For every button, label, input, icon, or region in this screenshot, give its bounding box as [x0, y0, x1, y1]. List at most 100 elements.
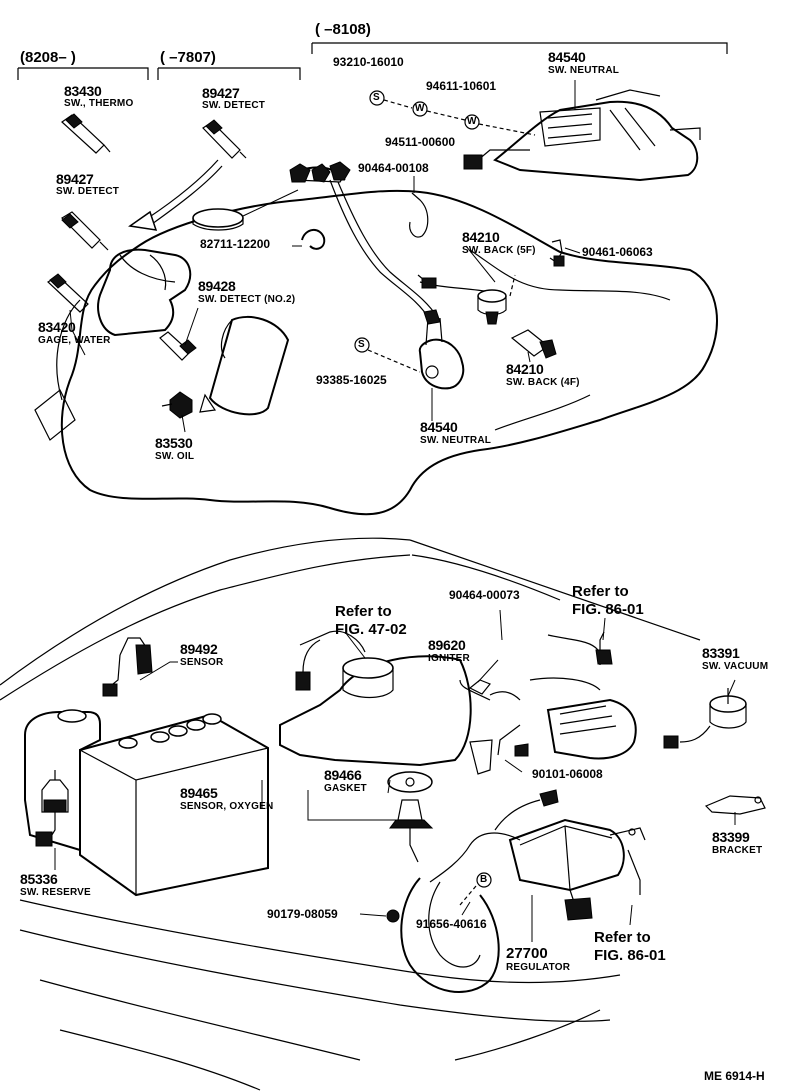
bolt-90461 [549, 239, 565, 267]
symbol-w-1: W [415, 103, 425, 114]
neutral-switch-lower [418, 309, 465, 390]
symbol-s-top: S [373, 92, 380, 103]
clamp-loop [301, 229, 326, 250]
bracket-label-middle: ( –7807) [160, 49, 216, 66]
sensor-83430 [61, 113, 111, 154]
car-body-lines [0, 537, 701, 1091]
oil-filter [199, 315, 290, 416]
part-number-89428: 89428 [198, 278, 236, 294]
symbol-circle-s-lower [354, 337, 421, 373]
part-name-89428: SW. DETECT (NO.2) [198, 294, 296, 305]
part-number-93210: 93210-16010 [333, 55, 404, 69]
part-number-84210-a: 84210 [462, 229, 500, 245]
part-number-83391: 83391 [702, 645, 740, 661]
bolt-90179 [386, 909, 400, 923]
refer-fig-86-01-a-line1: Refer to [572, 583, 629, 600]
part-name-83430: SW., THERMO [64, 98, 134, 109]
leader-lines [54, 80, 736, 942]
part-name-89427-b: SW. DETECT [56, 186, 120, 197]
part-name-89620: IGNITER [428, 653, 470, 664]
part-number-94611: 94611-10601 [426, 79, 497, 93]
battery [79, 713, 269, 897]
neutral-switch-upper [463, 89, 701, 182]
igniter [459, 631, 637, 775]
refer-fig-86-01-a-line2: FIG. 86-01 [572, 601, 644, 618]
part-number-85336: 85336 [20, 871, 58, 887]
symbol-circles-top [369, 90, 536, 136]
back-switch-4f [510, 329, 557, 359]
part-number-83420: 83420 [38, 319, 76, 335]
part-name-85336: SW. RESERVE [20, 887, 91, 898]
part-number-90461: 90461-06063 [582, 245, 653, 259]
part-number-82711: 82711-12200 [200, 237, 271, 251]
sensor-83420 [47, 273, 89, 313]
part-name-89466: GASKET [324, 783, 367, 794]
part-number-90179: 90179-08059 [267, 907, 338, 921]
part-number-90464-a: 90464-00108 [358, 161, 429, 175]
part-number-84540-b: 84540 [420, 419, 458, 435]
part-name-84210-a: SW. BACK (5F) [462, 245, 536, 256]
part-number-93385: 93385-16025 [316, 373, 387, 387]
exhaust-pipe [400, 877, 500, 993]
part-number-89427-b: 89427 [56, 171, 94, 187]
part-number-83430: 83430 [64, 83, 102, 99]
sensor-89427a [202, 119, 247, 159]
bracket-label-left: (8208– ) [20, 49, 76, 66]
sensor-89428 [159, 331, 197, 361]
symbol-w-2: W [467, 116, 477, 127]
refer-fig-86-01-b-line1: Refer to [594, 929, 651, 946]
reserve-switch-connector [35, 812, 56, 847]
wiring-harness-upper [289, 161, 491, 321]
pointer-arrow [128, 159, 223, 231]
part-number-84210-b: 84210 [506, 361, 544, 377]
part-name-83391: SW. VACUUM [702, 661, 769, 672]
refer-fig-86-01-b-line2: FIG. 86-01 [594, 947, 666, 964]
part-name-89465: SENSOR, OXYGEN [180, 801, 274, 812]
part-number-83530: 83530 [155, 435, 193, 451]
part-name-83530: SW. OIL [155, 451, 195, 462]
part-name-83420: GAGE, WATER [38, 335, 111, 346]
bracket-83399 [704, 795, 766, 815]
symbol-circle-b [459, 872, 492, 906]
part-number-84540-a: 84540 [548, 49, 586, 65]
part-number-94511: 94511-00600 [385, 135, 456, 149]
part-number-89465: 89465 [180, 785, 218, 801]
refer-fig-47-02-line1: Refer to [335, 603, 392, 620]
oxygen-sensor-89465 [389, 799, 434, 863]
bracket-label-top: ( –8108) [315, 21, 371, 38]
part-number-89466: 89466 [324, 767, 362, 783]
part-name-27700: REGULATOR [506, 962, 571, 973]
part-number-89427-a: 89427 [202, 85, 240, 101]
part-number-89620: 89620 [428, 637, 466, 653]
vacuum-switch [663, 688, 747, 749]
washer-tank [24, 709, 101, 852]
engine-block [34, 189, 718, 516]
sensor-89492 [102, 637, 153, 697]
bracket-lines [17, 42, 728, 80]
regulator-27700 [429, 789, 646, 921]
sensor-89427b [61, 211, 109, 251]
part-name-84210-b: SW. BACK (4F) [506, 377, 580, 388]
air-cleaner [279, 630, 472, 767]
water-outlet [97, 248, 192, 337]
clip-90464a [409, 192, 429, 238]
symbol-s-lower: S [358, 339, 365, 350]
gasket-89466 [387, 771, 433, 793]
part-name-89427-a: SW. DETECT [202, 100, 266, 111]
part-number-89492: 89492 [180, 641, 218, 657]
part-number-90464-b: 90464-00073 [449, 588, 520, 602]
back-switch-5f [477, 274, 516, 325]
sensor-83530 [161, 391, 193, 419]
part-number-91656: 91656-40616 [416, 917, 487, 931]
figure-code: ME 6914-H [704, 1069, 765, 1083]
part-name-89492: SENSOR [180, 657, 224, 668]
cap-82711 [192, 208, 244, 231]
refer-fig-47-02-line2: FIG. 47-02 [335, 621, 407, 638]
part-number-83399: 83399 [712, 829, 750, 845]
part-name-84540-b: SW. NEUTRAL [420, 435, 492, 446]
part-name-83399: BRACKET [712, 845, 763, 856]
part-number-90101: 90101-06008 [532, 767, 603, 781]
part-name-84540-a: SW. NEUTRAL [548, 65, 620, 76]
part-number-27700: 27700 [506, 945, 548, 962]
